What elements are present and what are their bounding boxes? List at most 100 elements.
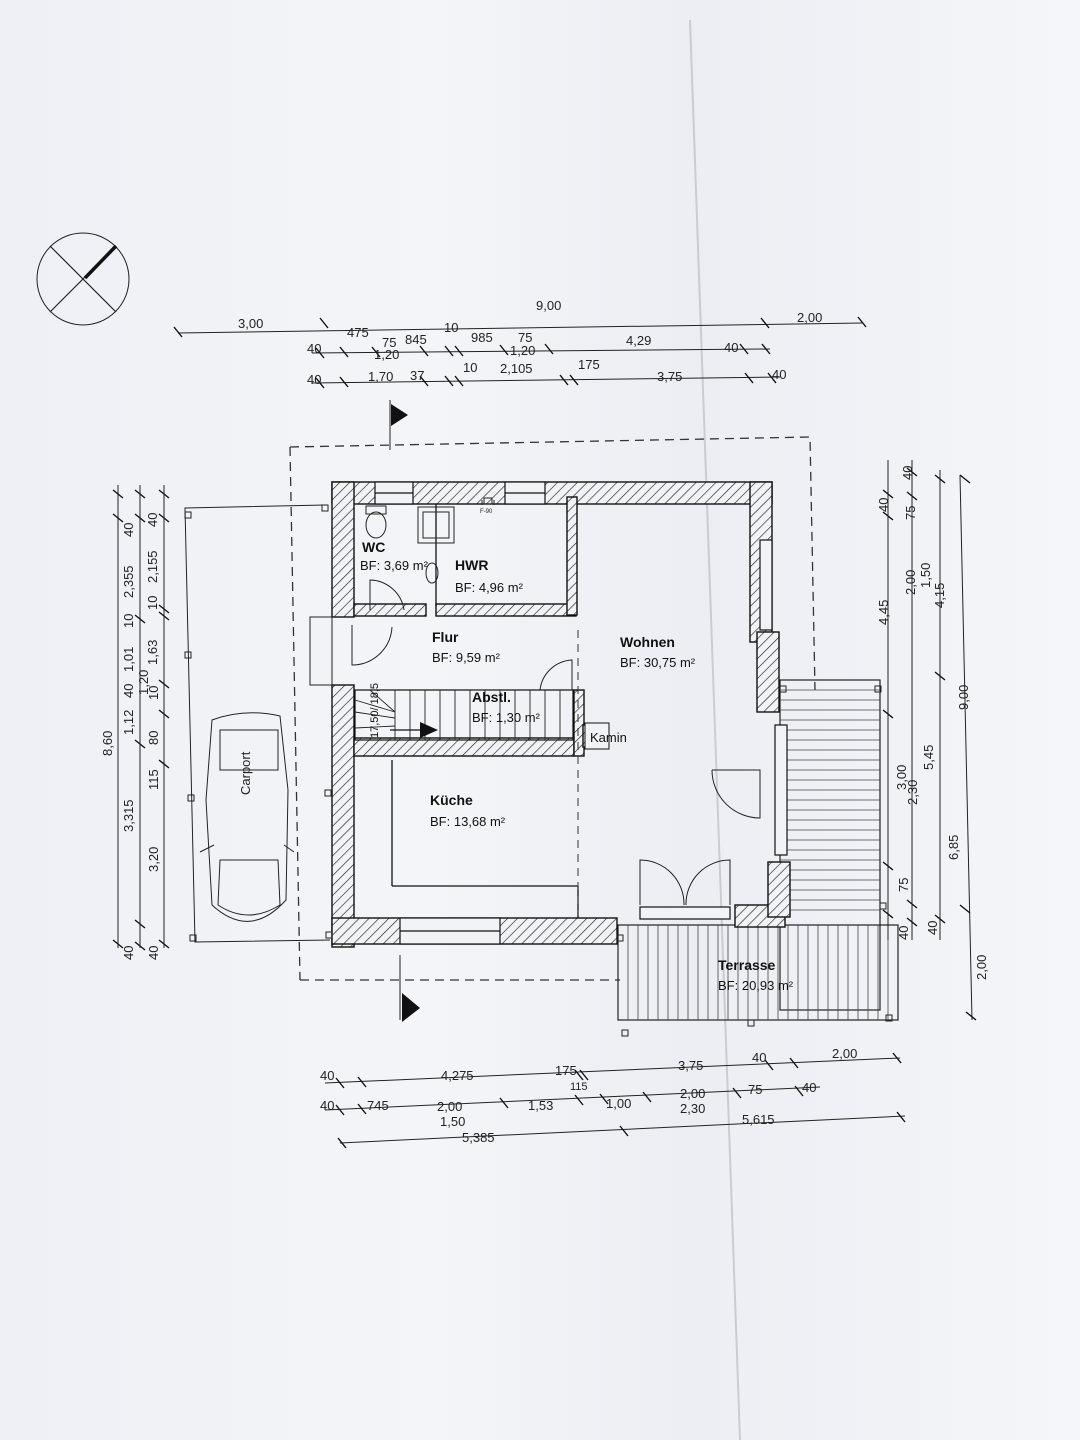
dimensions-top: 3,00 9,00 2,00 40 475 75 845 10 985 75 1… [238,298,822,387]
room-name-terrasse: Terrasse [718,957,776,973]
dim-left-2-4: 40 [121,684,136,698]
dim-top-3-0: 40 [307,372,321,387]
dim-right-4-0: 4,15 [932,583,947,608]
dim-top-3-6: 3,75 [657,369,682,384]
fire-rating-label: F-90 [480,509,493,515]
room-area-wohnen: BF: 30,75 m² [620,655,696,670]
dim-right-2-3: 2,30 [905,780,920,805]
room-labels: WC BF: 3,69 m² HWR BF: 4,96 m² Flur BF: … [360,539,696,829]
dim-left-3-2: 10 [145,596,160,610]
doors [309,579,761,906]
dim-right-2-4: 40 [925,921,940,935]
dim-top-1-2: 2,00 [797,310,822,325]
boiler-icon: F-90 [480,497,495,515]
fixtures: F-90 Kamin [365,497,627,750]
car-icon [199,712,295,922]
dim-right-1-1: 4,45 [876,600,891,625]
dim-top-3-7: 40 [772,367,786,382]
dim-left-2-6: 115 [146,769,161,790]
dim-bottom-2-6: 2,00 [680,1086,705,1101]
dimensions-left: 8,60 40 2,355 10 1,01 40 1,12 115 3,315 … [100,513,161,960]
room-name-flur: Flur [432,629,459,645]
dim-left-3-4: 1,20 [136,670,151,695]
dim-top-2-3: 845 [405,332,427,347]
dim-top-2-7: 1,20 [374,347,399,362]
dim-bottom-1-3: 115 [570,1081,588,1093]
dim-top-1-0: 3,00 [238,316,263,331]
dim-bottom-2-1: 745 [367,1098,389,1113]
dim-left-3-1: 2,155 [145,550,160,583]
carport-label: Carport [238,751,253,795]
room-area-terrasse: BF: 20,93 m² [718,978,794,993]
dim-right-3-1: 5,45 [921,745,936,770]
dim-left-2-3: 1,01 [121,647,136,672]
dim-bottom-1-5: 40 [752,1050,766,1065]
room-name-abstl: Abstl. [472,689,511,705]
interior-walls [353,496,606,918]
dim-bottom-2-2: 2,00 [437,1099,462,1114]
room-name-hwr: HWR [455,557,488,573]
dim-bottom-3-1: 5,615 [742,1112,775,1127]
exterior-walls [331,481,791,948]
dim-bottom-1-4: 3,75 [678,1058,703,1073]
chimney: Kamin [584,722,627,750]
dim-right-2-1: 75 [903,506,918,520]
dim-left-3-5: 10 [146,686,161,700]
dim-bottom-2-7: 2,30 [680,1101,705,1116]
dim-left-2-7: 3,315 [121,799,136,832]
dim-right-2-0: 40 [900,466,915,480]
dim-right-4-1: 9,00 [956,685,971,710]
dim-bottom-1-0: 40 [320,1068,334,1083]
dim-top-2-8: 1,20 [510,343,535,358]
stair-ratio-label: 17,50/ 18,5 [369,683,381,738]
dim-top-2-2: 75 [382,335,396,350]
dim-bottom-1-2: 175 [555,1063,577,1078]
room-area-wc: BF: 3,69 m² [360,558,429,573]
stair-direction-icon [420,722,438,738]
terrace: Terrasse BF: 20,93 m² [617,679,899,1021]
dim-right-1-4: 40 [896,926,911,940]
dim-right-1-0: 40 [876,498,891,512]
north-arrow-icon [36,232,130,326]
dim-top-1-1: 9,00 [536,298,561,313]
dim-right-1-2: 3,00 [894,765,909,790]
dim-top-3-4: 2,105 [500,361,533,376]
dim-right-4-2: 2,00 [974,955,989,980]
room-area-flur: BF: 9,59 m² [432,650,501,665]
dim-top-3-2: 37 [410,368,424,383]
dim-right-3-2: 6,85 [946,835,961,860]
room-name-wc: WC [362,539,385,555]
dimension-ticks [112,316,977,1149]
roof-outline [289,436,816,691]
dim-top-3-3: 10 [463,360,477,375]
dimensions-right: 40 4,45 3,00 75 40 40 75 2,00 2,30 40 1,… [876,466,989,980]
dim-left-2-1: 2,355 [121,565,136,598]
dim-top-3-1: 1,70 [368,369,393,384]
shower-icon [417,506,455,544]
toilet-icon [365,505,387,539]
dim-left-3-3: 1,63 [145,640,160,665]
dim-left-3-0: 40 [145,513,160,527]
staircase: 17,50/ 18,5 [354,683,574,741]
dim-left-2-8: 3,20 [146,847,161,872]
anchor-markers [184,504,893,1037]
dim-left-2-9: 40 [121,946,136,960]
room-name-wohnen: Wohnen [620,634,675,650]
dim-top-2-4: 10 [444,320,458,335]
paper-fold [689,19,741,1440]
dim-bottom-1-1: 4,275 [441,1068,474,1083]
dim-bottom-2-9: 40 [802,1080,816,1095]
dim-top-2-9: 4,29 [626,333,651,348]
dim-left-1-0: 8,60 [100,731,115,756]
dim-left-2-5: 1,12 [121,710,136,735]
section-marker-bottom-icon [399,955,420,1022]
windows [374,481,788,945]
carport: Carport [184,504,331,943]
dim-bottom-2-5: 1,00 [606,1096,631,1111]
dim-bottom-2-0: 40 [320,1098,334,1113]
dim-left-2-0: 40 [121,523,136,537]
dim-top-2-6: 75 [518,330,532,345]
dim-bottom-1-6: 2,00 [832,1046,857,1061]
dim-left-3-7: 40 [146,946,161,960]
